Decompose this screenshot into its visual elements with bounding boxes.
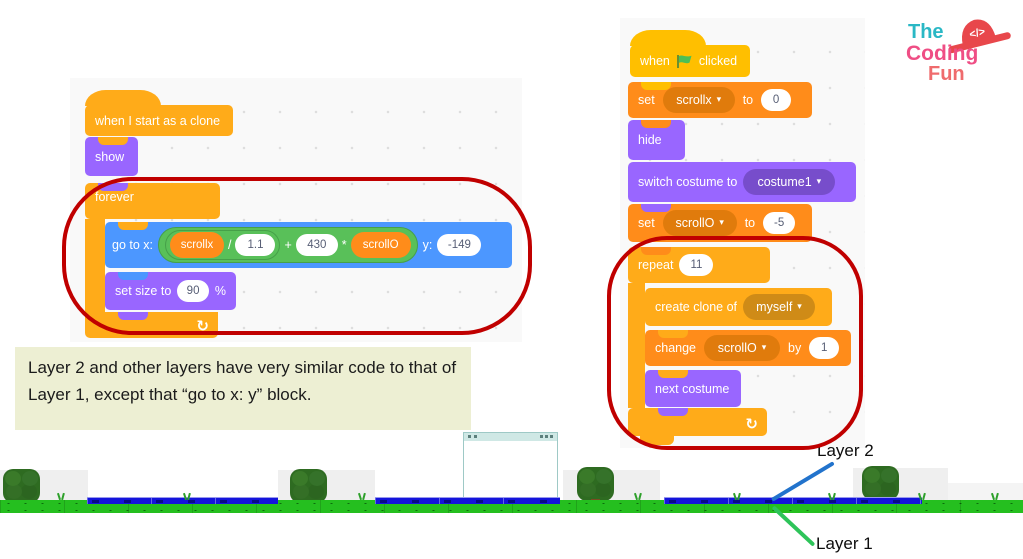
- block-label: show: [95, 149, 125, 164]
- variable-pill-scrollx[interactable]: scrollx: [170, 232, 224, 258]
- block-label: when: [640, 54, 670, 68]
- logo-fun: Fun: [928, 63, 965, 85]
- show-block[interactable]: show: [85, 137, 138, 176]
- y-label: y:: [422, 238, 433, 252]
- percent-label: %: [214, 284, 226, 298]
- switch-costume-block[interactable]: switch costume to costume1 ▾: [628, 162, 856, 202]
- grass-tuft: [991, 493, 999, 500]
- logo-the: The: [908, 21, 944, 43]
- create-clone-block[interactable]: create clone of myself ▾: [645, 288, 832, 326]
- dropdown-value: costume1: [757, 175, 812, 189]
- note-box: Layer 2 and other layers have very simil…: [15, 347, 471, 430]
- variable-pill-scrollO[interactable]: scrollO: [350, 232, 411, 258]
- number-input-divisor[interactable]: 1.1: [235, 234, 276, 256]
- costume-dropdown[interactable]: costume1 ▾: [743, 169, 836, 195]
- number-input-size[interactable]: 90: [177, 280, 209, 302]
- block-label: clicked: [698, 54, 738, 68]
- layer2-callout-line: [770, 461, 835, 502]
- go-to-xy-block[interactable]: go to x: scrollx / 1.1 + 430 * scrollO y…: [105, 222, 512, 268]
- plus-sign: +: [284, 238, 292, 252]
- window-controls-icon[interactable]: [540, 435, 543, 438]
- block-label: set: [638, 216, 655, 230]
- clone-target-dropdown[interactable]: myself ▾: [743, 294, 815, 320]
- scene-layer2-strip: [664, 497, 922, 504]
- block-label: to: [744, 216, 756, 230]
- variable-dropdown-scrollO[interactable]: scrollO ▾: [704, 335, 781, 361]
- scene-layer2-strip: [375, 497, 560, 504]
- division-operator[interactable]: scrollx / 1.1: [165, 230, 281, 260]
- logo-hat-icon: </>: [948, 19, 1011, 54]
- when-i-start-as-a-clone-block[interactable]: when I start as a clone: [85, 90, 233, 136]
- block-label: set: [638, 93, 655, 107]
- dropdown-value: scrollO: [717, 341, 757, 355]
- chevron-down-icon: ▾: [761, 342, 767, 353]
- grass-tuft: [828, 493, 836, 500]
- variable-dropdown-scrollO[interactable]: scrollO ▾: [662, 210, 737, 236]
- code-glyph: </>: [968, 26, 986, 41]
- number-input-neg5[interactable]: -5: [763, 212, 796, 234]
- brand-logo: </> The Coding Fun: [900, 12, 1020, 112]
- right-script-panel: when clicked set scrollx ▾ to 0 hide swi…: [620, 18, 865, 448]
- multiply-sign: *: [341, 238, 347, 252]
- block-label: create clone of: [655, 300, 737, 314]
- variable-dropdown-scrollx[interactable]: scrollx ▾: [662, 87, 735, 113]
- layer2-label: Layer 2: [817, 441, 874, 460]
- hide-block[interactable]: hide: [628, 120, 685, 160]
- dropdown-value: scrollx: [676, 93, 712, 107]
- layer1-label: Layer 1: [816, 534, 873, 553]
- chevron-down-icon: ▾: [719, 217, 724, 228]
- grass-tuft: [183, 493, 191, 500]
- loop-arrow-icon: ↻: [196, 317, 209, 335]
- grass-tuft: [358, 493, 366, 500]
- tree-sprite: [290, 469, 327, 513]
- chevron-down-icon: ▾: [816, 176, 822, 187]
- grass-tuft: [733, 493, 741, 500]
- chevron-down-icon: ▾: [716, 94, 722, 105]
- grass-tuft: [57, 493, 65, 500]
- block-label: switch costume to: [638, 175, 738, 189]
- block-label: change: [655, 341, 697, 355]
- block-label: when I start as a clone: [95, 113, 221, 128]
- grass-tuft: [918, 493, 926, 500]
- set-scrollO-block[interactable]: set scrollO ▾ to -5: [628, 204, 812, 242]
- block-label: next costume: [655, 381, 730, 396]
- highlight-oval-right: [607, 236, 863, 450]
- tree-sprite: [862, 466, 899, 510]
- number-input-0[interactable]: 0: [761, 89, 792, 111]
- block-label: to: [742, 93, 754, 107]
- change-scrollO-block[interactable]: change scrollO ▾ by 1: [645, 330, 851, 366]
- block-label: hide: [638, 133, 662, 147]
- highlight-oval-left: [62, 177, 532, 335]
- window-titlebar: [464, 433, 557, 441]
- number-input-1[interactable]: 1: [809, 337, 840, 359]
- window-menu-icon: [468, 435, 471, 438]
- number-input-430[interactable]: 430: [295, 234, 338, 256]
- divide-sign: /: [228, 238, 232, 252]
- chevron-down-icon: ▾: [797, 301, 802, 312]
- addition-operator[interactable]: scrollx / 1.1 + 430 * scrollO: [158, 227, 418, 263]
- logo-coding: Coding: [906, 42, 979, 65]
- block-label: by: [788, 341, 802, 355]
- note-text: Layer 2 and other layers have very simil…: [28, 358, 457, 404]
- repeat-spine: [628, 283, 645, 408]
- dropdown-value: myself: [756, 300, 793, 314]
- grass-tuft: [634, 493, 642, 500]
- dropdown-value: scrollO: [675, 216, 715, 230]
- number-input-repeat[interactable]: 11: [679, 254, 714, 276]
- green-flag-icon: [677, 54, 692, 68]
- when-flag-clicked-block[interactable]: when clicked: [630, 30, 750, 77]
- loop-arrow-icon: ↻: [745, 415, 758, 433]
- sprite-backdrop-patch: [948, 483, 1023, 503]
- set-scrollx-block[interactable]: set scrollx ▾ to 0: [628, 82, 812, 118]
